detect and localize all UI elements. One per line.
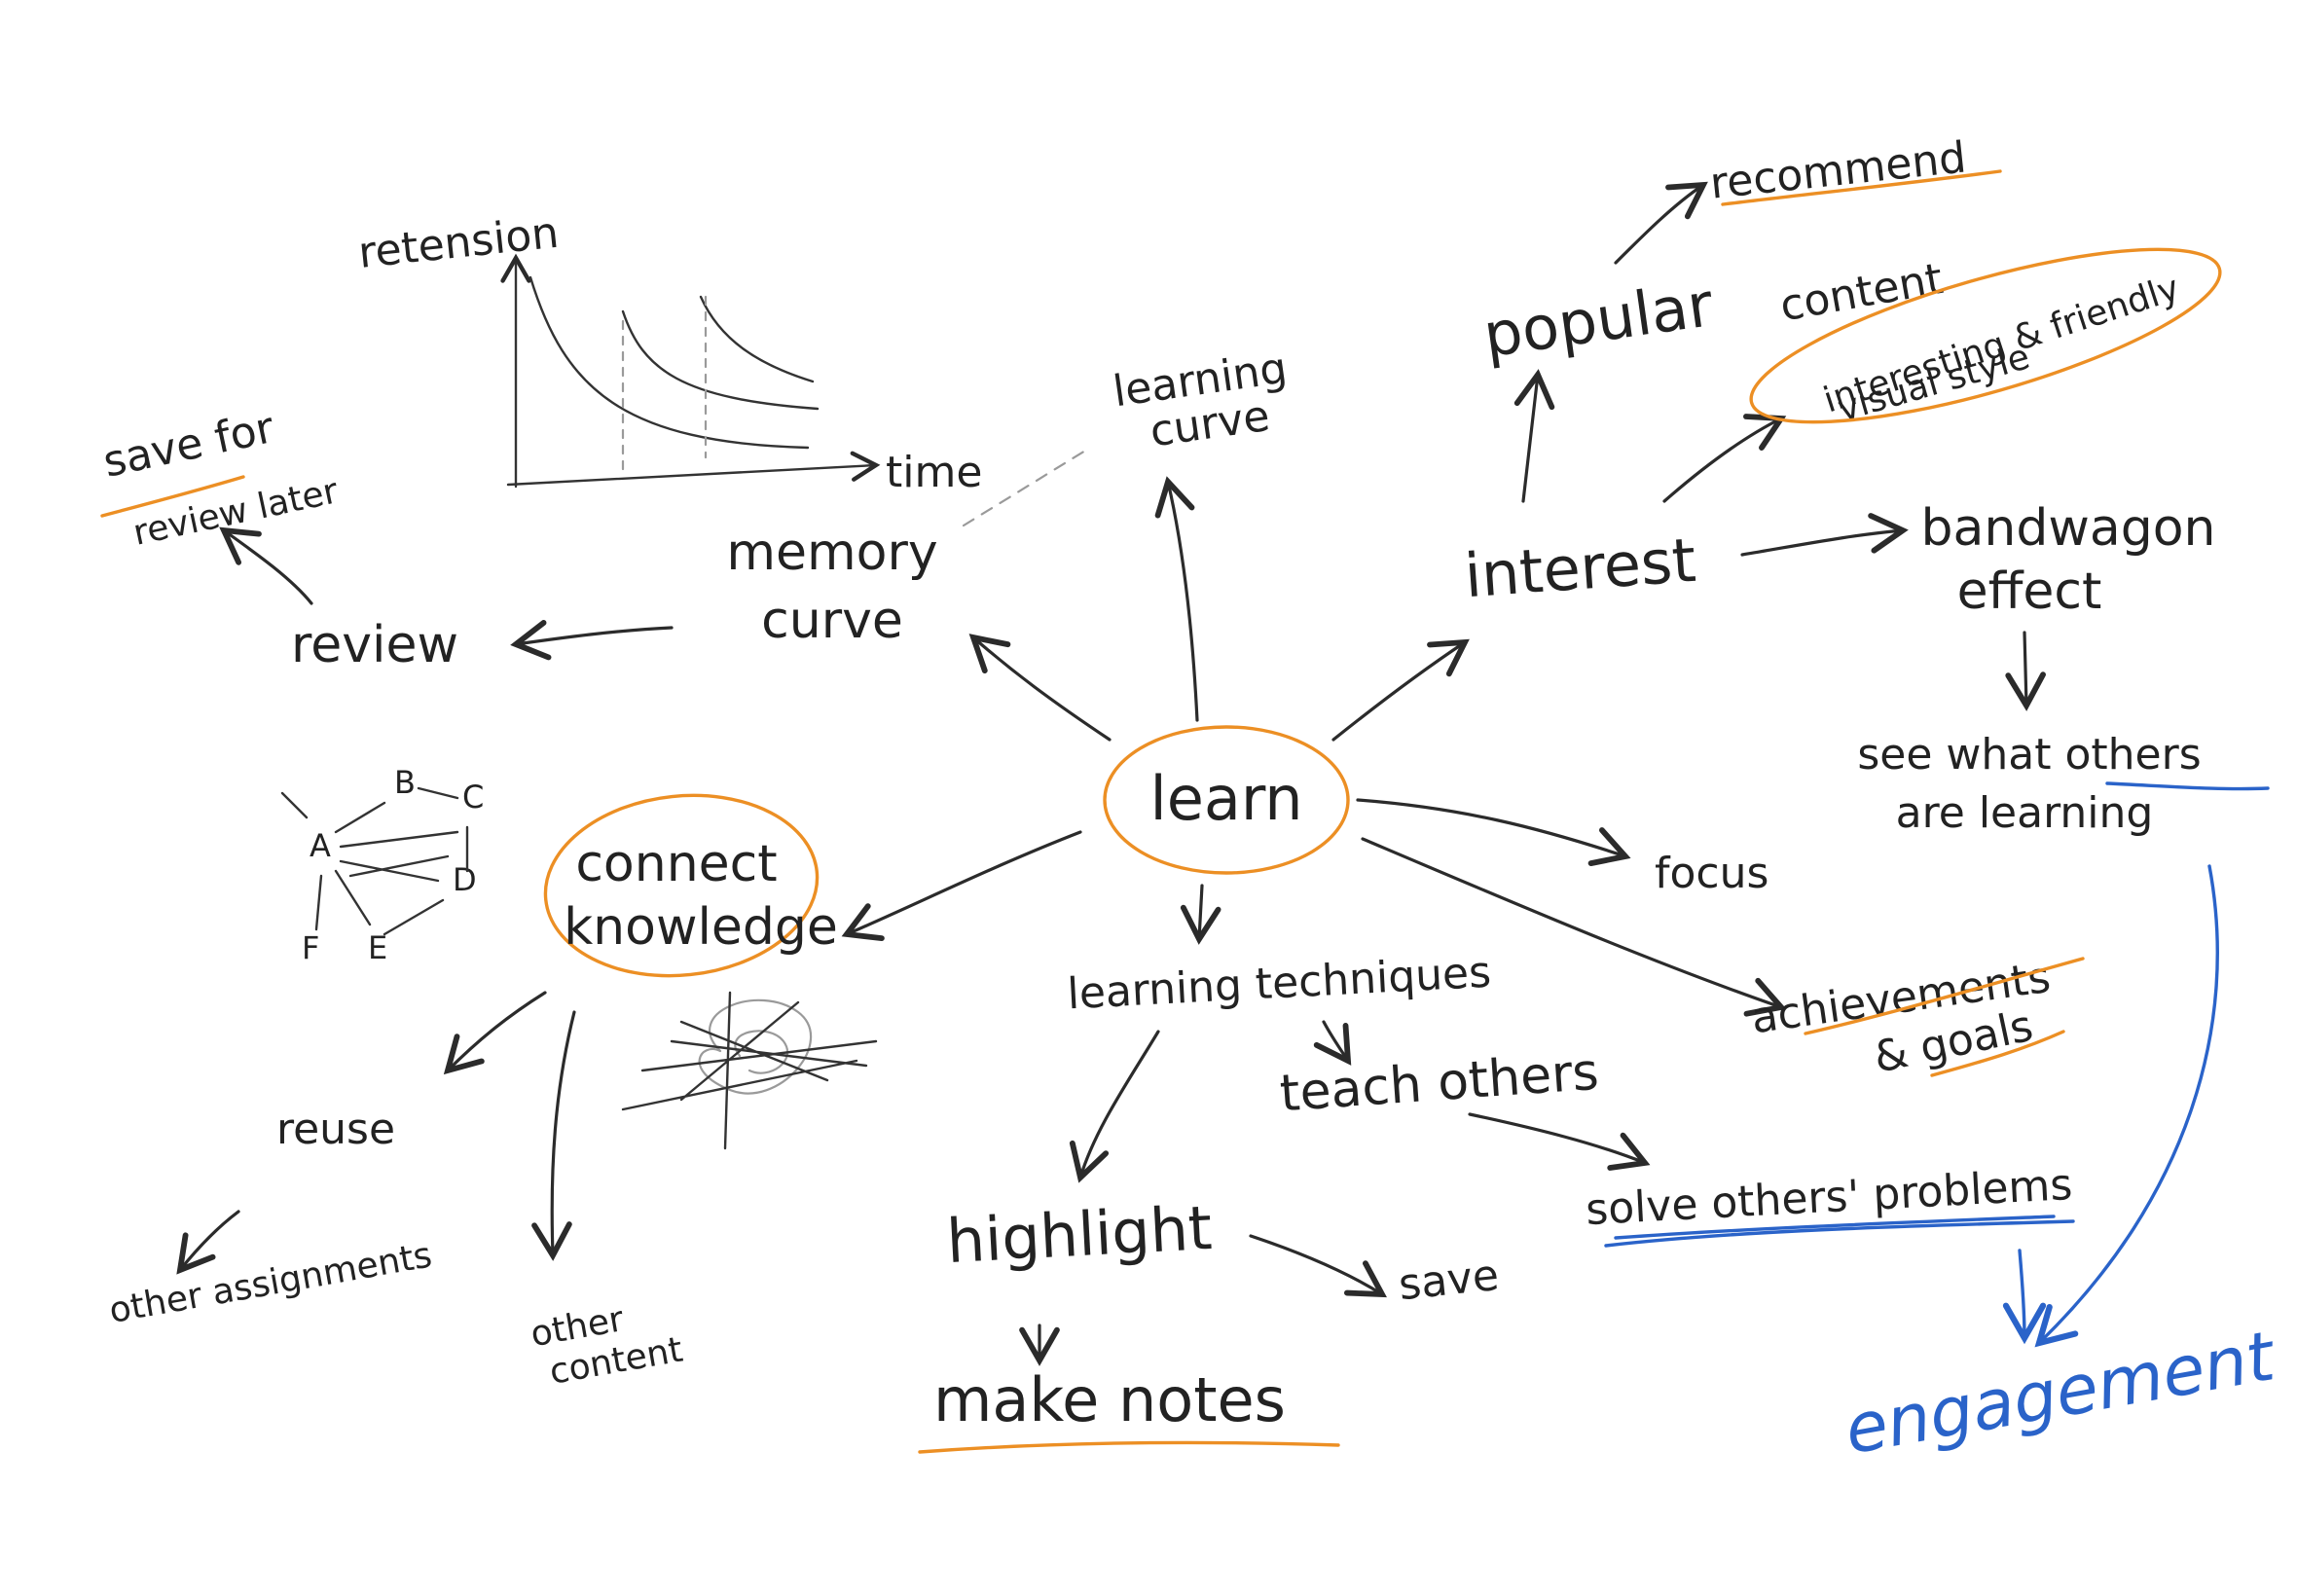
bandwagon-line2: effect bbox=[1957, 562, 2102, 621]
forgetting-curve-1 bbox=[529, 275, 810, 450]
arrow-to-teach-others bbox=[1313, 1020, 1352, 1066]
connect-highlight-oval bbox=[543, 793, 820, 978]
graph-node-e: E bbox=[368, 929, 387, 966]
web-strands bbox=[621, 991, 878, 1150]
arrow-to-other-assignments bbox=[176, 1210, 240, 1275]
center-label: learn bbox=[1149, 763, 1302, 834]
arrow-to-other-content bbox=[531, 1010, 576, 1261]
node-graph-sketch: A B C D E F bbox=[280, 764, 484, 966]
popular-label: popular bbox=[1479, 269, 1718, 371]
center-circle bbox=[1103, 725, 1350, 875]
focus-label: focus bbox=[1655, 849, 1768, 898]
others-underline bbox=[2105, 781, 2270, 791]
goals-underline bbox=[1930, 1030, 2065, 1077]
interest-label: interest bbox=[1462, 525, 1697, 611]
review-label: review bbox=[291, 616, 458, 674]
save-for-label: save for bbox=[99, 403, 279, 488]
solve-underline-2 bbox=[1614, 1215, 2056, 1240]
arrow-to-popular bbox=[1513, 369, 1555, 503]
arrow-to-recommend bbox=[1614, 181, 1708, 265]
learning-curve-node: learning curve bbox=[1111, 344, 1291, 457]
arrow-to-save-for-review bbox=[219, 526, 313, 605]
bandwagon-line1: bandwagon bbox=[1920, 499, 2215, 558]
learning-techniques-label: learning techniques bbox=[1066, 948, 1492, 1020]
review-later-label: review later bbox=[129, 471, 342, 554]
graph-node-b: B bbox=[394, 764, 416, 801]
graph-node-c: C bbox=[462, 779, 484, 816]
x-axis-label: time bbox=[886, 448, 982, 497]
recommend-label: recommend bbox=[1708, 132, 1969, 208]
save-label: save bbox=[1397, 1251, 1502, 1310]
arrow-to-interest bbox=[1331, 638, 1470, 742]
arrow-to-highlight bbox=[1069, 1030, 1160, 1183]
arrow-to-techniques bbox=[1180, 884, 1221, 945]
arrow-to-bandwagon bbox=[1740, 513, 1909, 557]
forgetting-curve-sketch: retension time bbox=[356, 208, 983, 497]
see-what-others-label: see what others bbox=[1857, 730, 2201, 780]
arrow-to-review bbox=[510, 619, 674, 661]
arrow-to-focus bbox=[1356, 798, 1631, 866]
connect-branch: connect knowledge A B C D E F reuse othe… bbox=[106, 764, 878, 1393]
memory-branch: memory curve retension time review save … bbox=[99, 208, 1092, 674]
content-highlight-oval bbox=[1749, 247, 2222, 424]
solve-underline-1 bbox=[1604, 1219, 2075, 1248]
arrow-to-reuse bbox=[443, 991, 547, 1075]
save-for-underline bbox=[100, 475, 245, 518]
graph-edges bbox=[280, 786, 469, 936]
memory-curve-title-line1: memory bbox=[726, 524, 937, 582]
recommend-underline bbox=[1721, 169, 2002, 206]
interest-branch: interest popular recommend content inter… bbox=[1462, 132, 2270, 838]
x-axis-line bbox=[506, 451, 881, 487]
arrow-to-learning-curve bbox=[1154, 476, 1199, 722]
connect-line2: knowledge bbox=[564, 898, 838, 957]
y-axis-label: retension bbox=[356, 208, 562, 278]
arrow-others-to-engagement bbox=[2034, 864, 2219, 1348]
graph-node-f: F bbox=[302, 929, 319, 966]
arrow-to-content bbox=[1662, 414, 1787, 503]
web-ring-inner bbox=[734, 1030, 789, 1074]
center-connectors bbox=[841, 476, 1787, 1017]
arrow-to-see-others bbox=[2005, 631, 2046, 711]
highlight-label: highlight bbox=[945, 1192, 1214, 1277]
graph-node-a: A bbox=[310, 827, 331, 864]
make-notes-underline bbox=[918, 1440, 1340, 1454]
arrow-to-save bbox=[1249, 1234, 1387, 1298]
connect-line1: connect bbox=[575, 835, 777, 893]
engagement-label: engagement bbox=[1839, 1316, 2281, 1470]
forgetting-curve-2 bbox=[621, 309, 820, 411]
other-assignments-label: other assignments bbox=[106, 1235, 435, 1331]
arrow-to-connect-knowledge bbox=[841, 830, 1082, 942]
web-sketch bbox=[621, 991, 878, 1150]
forgetting-curve-3 bbox=[699, 295, 815, 383]
achievements-underline bbox=[1804, 957, 2085, 1035]
arrow-to-solve-problems bbox=[1468, 1112, 1651, 1171]
are-learning-label: are learning bbox=[1896, 788, 2154, 838]
graph-node-d: D bbox=[453, 861, 477, 898]
memory-curve-title-line2: curve bbox=[761, 592, 903, 650]
arrow-solve-to-engagement bbox=[2002, 1249, 2047, 1345]
arrow-to-memory-curve bbox=[968, 634, 1112, 742]
arrow-to-achievements bbox=[1361, 837, 1787, 1017]
center-node: learn bbox=[1103, 725, 1350, 875]
achievements-node: achievements & goals bbox=[1748, 953, 2085, 1083]
link-memory-to-learning-curve bbox=[962, 446, 1092, 527]
reuse-label: reuse bbox=[276, 1105, 395, 1154]
make-notes-label: make notes bbox=[933, 1364, 1286, 1435]
teach-others-label: teach others bbox=[1278, 1043, 1600, 1124]
